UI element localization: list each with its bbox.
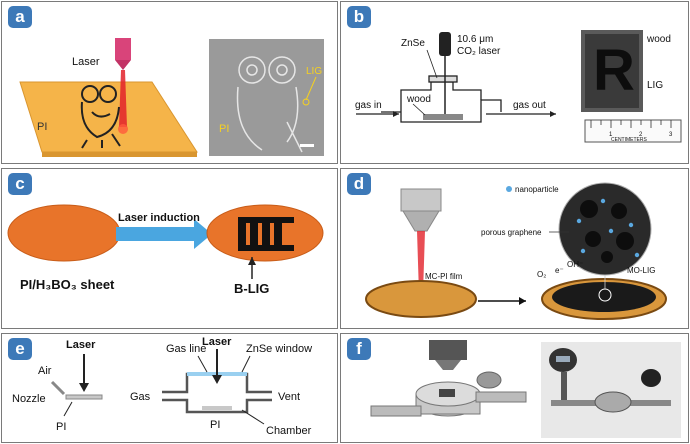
blig-pattern	[238, 217, 294, 251]
owl-pattern	[80, 85, 121, 149]
pi-sheet	[7, 204, 121, 262]
laser-beam	[119, 70, 127, 127]
panel-d-tag: d	[347, 173, 371, 195]
label-gas-in: gas in	[355, 100, 382, 111]
label-air: Air	[38, 365, 52, 377]
label-laser-right: Laser	[202, 336, 232, 348]
pi-substrate	[19, 81, 198, 153]
panel-e: e Laser Air Nozzle PI Gas line Laser	[1, 333, 338, 443]
panel-e-tag: e	[8, 338, 32, 360]
panel-b: b R	[340, 1, 689, 164]
panel-c: c Laser induction PI/H₃BO₃ sheet B-LIG	[1, 168, 338, 329]
label-pi-left: PI	[56, 421, 66, 433]
label-mc-pi-film: MC-PI film	[425, 272, 463, 281]
pi-sample-chamber	[202, 406, 232, 410]
label-lig: LIG	[306, 66, 322, 77]
panel-a: a Laser PI	[1, 1, 338, 164]
label-gas: Gas	[130, 391, 151, 403]
panel-a-tag: a	[8, 6, 32, 28]
label-pi-sheet: PI/H₃BO₃ sheet	[20, 277, 115, 292]
laser-lens	[400, 188, 442, 212]
ruler-tick-2: 2	[639, 132, 643, 138]
label-o2: O₂	[537, 270, 546, 279]
label-gas-out: gas out	[513, 100, 546, 111]
label-laser-wavelength: 10.6 μm	[457, 34, 493, 45]
laser-induction-arrow	[116, 219, 212, 249]
ruler-tick-1: 1	[609, 132, 613, 138]
panel-b-tag: b	[347, 6, 371, 28]
label-gas-line: Gas line	[166, 343, 206, 355]
label-laser-left: Laser	[66, 339, 96, 351]
panel-d: d nanoparticle porous graphe	[340, 168, 689, 329]
label-nanoparticle: nanoparticle	[515, 185, 559, 194]
label-lig-photo: LIG	[647, 80, 663, 91]
label-pi-right: PI	[210, 419, 220, 431]
label-porous-graphene: porous graphene	[481, 228, 542, 237]
laser-head	[115, 38, 131, 60]
label-blig: B-LIG	[234, 281, 269, 296]
label-wood-inner: wood	[406, 94, 431, 105]
panel-f-illustration	[370, 340, 681, 438]
label-laser: Laser	[72, 56, 100, 68]
panel-c-illustration: Laser induction PI/H₃BO₃ sheet B-LIG	[7, 204, 324, 296]
laser-head-b	[439, 32, 451, 56]
label-vent: Vent	[278, 391, 300, 403]
panel-d-illustration: nanoparticle porous graphene MC-PI film …	[365, 182, 667, 320]
panel-b-illustration: R ZnSe 10.6 μm CO₂ laser gas in gas out …	[355, 30, 682, 143]
sem-image	[209, 39, 324, 156]
panel-e-illustration: Laser Air Nozzle PI Gas line Laser ZnSe …	[12, 336, 312, 437]
ruler-tick-3: 3	[669, 132, 673, 138]
label-mo-lig: MO-LIG	[627, 266, 655, 275]
label-laser-induction: Laser induction	[118, 212, 200, 224]
label-nozzle: Nozzle	[12, 393, 46, 405]
label-znse-window: ZnSe window	[246, 343, 312, 355]
label-wood-photo: wood	[646, 34, 671, 45]
label-chamber: Chamber	[266, 425, 312, 437]
laser-beam-d	[417, 231, 425, 294]
ruler-label: CENTIMETERS	[611, 137, 648, 143]
panel-f: f	[340, 333, 689, 443]
panel-a-illustration: Laser PI LIG PI	[19, 38, 324, 157]
mc-pi-film	[365, 280, 477, 318]
pi-sample-e	[65, 394, 103, 400]
panel-c-tag: c	[8, 173, 32, 195]
ruler	[584, 119, 682, 143]
label-pi-sem: PI	[219, 123, 229, 135]
label-co2-laser: CO₂ laser	[457, 46, 501, 57]
svg-text:R: R	[593, 38, 635, 103]
laser-head-f	[429, 340, 467, 360]
label-pi-substrate: PI	[37, 121, 47, 133]
reaction-chamber	[381, 75, 502, 123]
label-hydroxide: OH⁻	[567, 260, 583, 269]
wood-sample	[423, 114, 463, 120]
panel-f-tag: f	[347, 338, 371, 360]
label-znse: ZnSe	[401, 38, 425, 49]
label-electron: e⁻	[555, 266, 564, 275]
